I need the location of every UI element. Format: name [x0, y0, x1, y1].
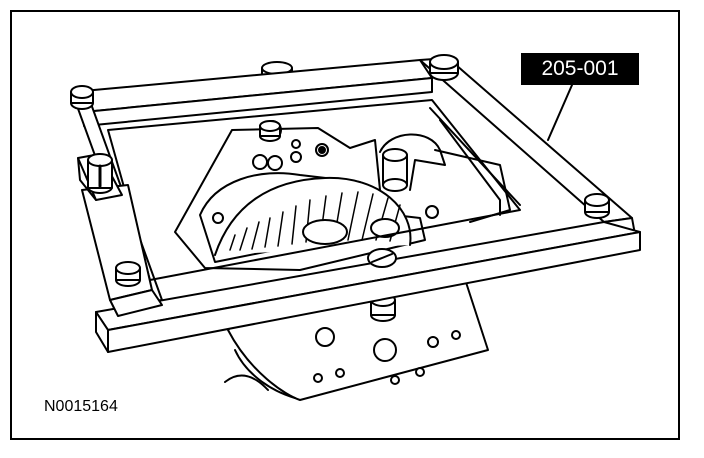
illustration-frame — [10, 10, 680, 440]
callout-leader — [547, 84, 573, 141]
differential-case — [174, 120, 511, 271]
tool-number-label: 205-001 — [521, 53, 639, 85]
figure-id: N0015164 — [44, 398, 118, 415]
fixture-frame — [70, 54, 641, 353]
